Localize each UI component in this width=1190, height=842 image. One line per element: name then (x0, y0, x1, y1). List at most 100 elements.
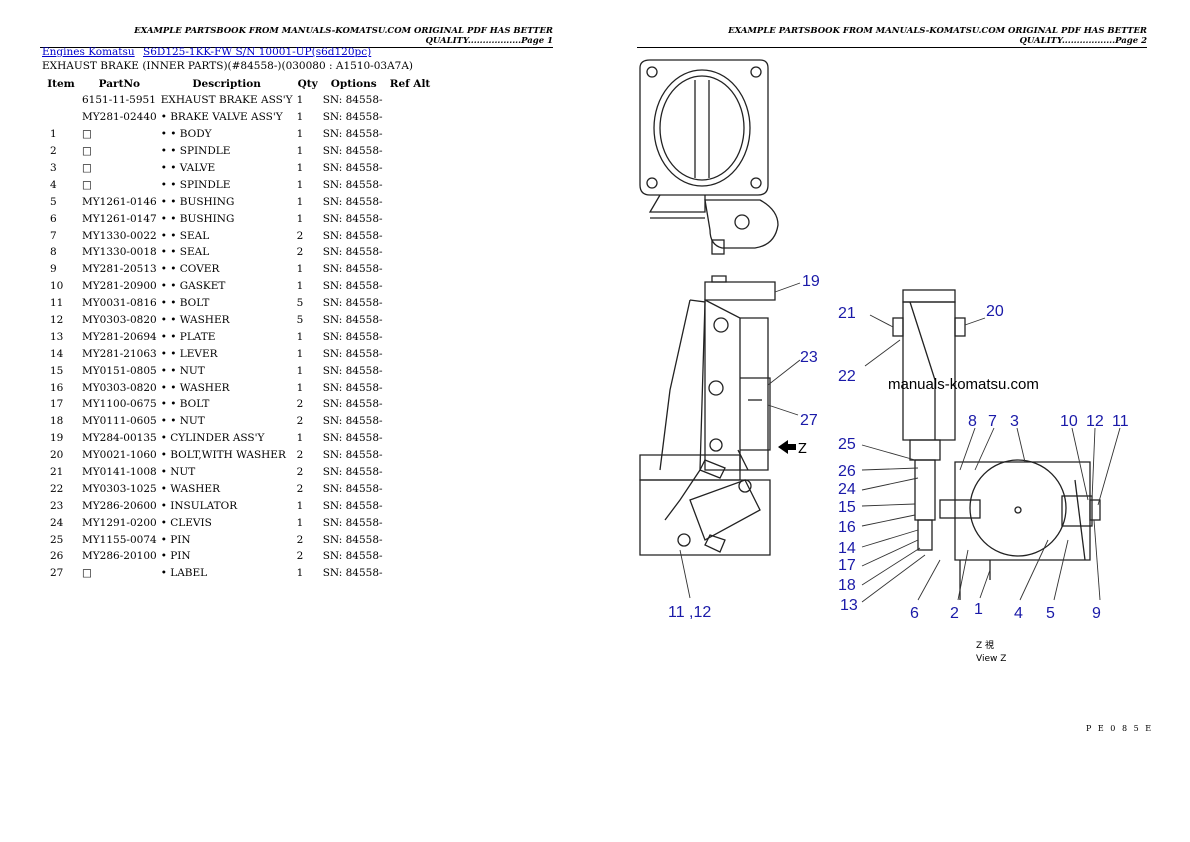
page1-header: EXAMPLE PARTSBOOK FROM MANUALS-KOMATSU.C… (40, 26, 553, 48)
page2-header: EXAMPLE PARTSBOOK FROM MANUALS-KOMATSU.C… (637, 26, 1147, 48)
cell-partno: MY0031-0816 (82, 297, 157, 310)
cell-options: SN: 84558- (322, 297, 383, 310)
page-subtitle: EXHAUST BRAKE (INNER PARTS)(#84558-)(030… (42, 60, 414, 72)
cell-options: SN: 84558- (322, 567, 383, 580)
cell-partno: □ (82, 162, 92, 174)
cell-partno: MY0021-1060 (82, 449, 157, 462)
cell-options: SN: 84558- (322, 432, 383, 445)
callout-number: 24 (838, 481, 856, 498)
cell-item: 17 (50, 398, 64, 411)
cell-description: • • GASKET (160, 280, 226, 293)
col-partno-header: PartNo (98, 78, 141, 90)
cell-description: • INSULATOR (160, 499, 238, 512)
cell-options: SN: 84558- (322, 449, 383, 462)
cell-partno: MY1155-0074 (82, 533, 157, 546)
cell-partno: MY0303-1025 (82, 482, 157, 495)
cell-item: 8 (50, 246, 57, 259)
cell-description: • • LEVER (160, 347, 218, 360)
cell-partno: MY1330-0022 (82, 229, 157, 242)
cell-item: 7 (50, 229, 57, 242)
cell-item: 10 (50, 280, 64, 293)
cell-options: SN: 84558- (322, 195, 383, 208)
cell-item: 20 (50, 449, 64, 462)
cell-qty: 1 (296, 347, 304, 360)
cell-partno: MY286-20100 (82, 550, 157, 563)
cell-partno: MY1330-0018 (82, 246, 157, 259)
cell-partno: MY281-21063 (82, 347, 157, 360)
cell-options: SN: 84558- (322, 482, 383, 495)
cell-item: 1 (50, 128, 57, 141)
cell-item: 14 (50, 347, 64, 360)
breadcrumb-link-model[interactable]: S6D125-1KK-FW S/N 10001-UP(s6d120pc) (143, 46, 372, 58)
col-qty-header: Qty (297, 78, 318, 90)
cell-description: • • BUSHING (160, 195, 235, 208)
cell-options: SN: 84558- (322, 178, 383, 191)
callout-number: 23 (800, 349, 818, 366)
cell-options: SN: 84558- (322, 111, 383, 124)
callout-number: 14 (838, 540, 856, 557)
cell-options: SN: 84558- (322, 145, 383, 158)
parts-table: Item PartNo Description Qty Options Ref … (42, 76, 433, 582)
view-caption-en: View Z (976, 654, 1006, 664)
callout-number: 19 (802, 273, 820, 290)
cell-item: 25 (50, 533, 64, 546)
cell-options: SN: 84558- (322, 516, 383, 529)
cell-description: • • BOLT (160, 398, 210, 411)
top-view-drawing (639, 59, 779, 255)
cell-qty: 1 (296, 330, 304, 343)
front-view-drawing (892, 289, 1101, 600)
callout-number: 5 (1046, 605, 1055, 622)
cell-item: 22 (50, 482, 64, 495)
cell-options: SN: 84558- (322, 364, 383, 377)
cell-partno: MY281-20900 (82, 280, 157, 293)
cell-description: • • WASHER (160, 314, 230, 327)
callout-number: 7 (988, 413, 997, 430)
cell-qty: 1 (296, 381, 304, 394)
cell-partno: MY1291-0200 (82, 516, 157, 529)
callout-number: 11 (1112, 413, 1129, 430)
view-caption-jp: Z 視 (976, 639, 994, 651)
cell-partno: 6151-11-5951 (82, 94, 156, 107)
cell-item: 13 (50, 330, 64, 343)
callout-number: 16 (838, 519, 856, 536)
cell-options: SN: 84558- (322, 128, 383, 141)
cell-description: • PIN (160, 550, 191, 563)
callout-number: 10 (1060, 413, 1078, 430)
breadcrumb-link-engines[interactable]: Engines Komatsu (42, 46, 135, 58)
cell-qty: 1 (296, 145, 304, 158)
cell-qty: 1 (296, 111, 304, 124)
table-header-row: Item PartNo Description Qty Options Ref … (42, 76, 433, 92)
cell-item: 16 (50, 381, 64, 394)
cell-partno: □ (82, 567, 92, 580)
cell-item: 21 (50, 466, 64, 479)
cell-partno: MY281-20694 (82, 330, 157, 343)
cell-qty: 1 (296, 516, 304, 529)
cell-options: SN: 84558- (322, 398, 383, 411)
cell-item: 11 (50, 297, 64, 310)
drawing-code: P E 0 8 5 E (1086, 724, 1154, 733)
cell-partno: MY281-02440 (82, 111, 157, 124)
cell-qty: 1 (296, 567, 304, 580)
cell-qty: 2 (296, 550, 304, 563)
cell-options: SN: 84558- (322, 550, 383, 563)
callout-number: 1 (974, 601, 983, 618)
callout-number: 17 (838, 557, 856, 574)
callout-number: 15 (838, 499, 856, 516)
cell-description: • • COVER (160, 263, 220, 276)
